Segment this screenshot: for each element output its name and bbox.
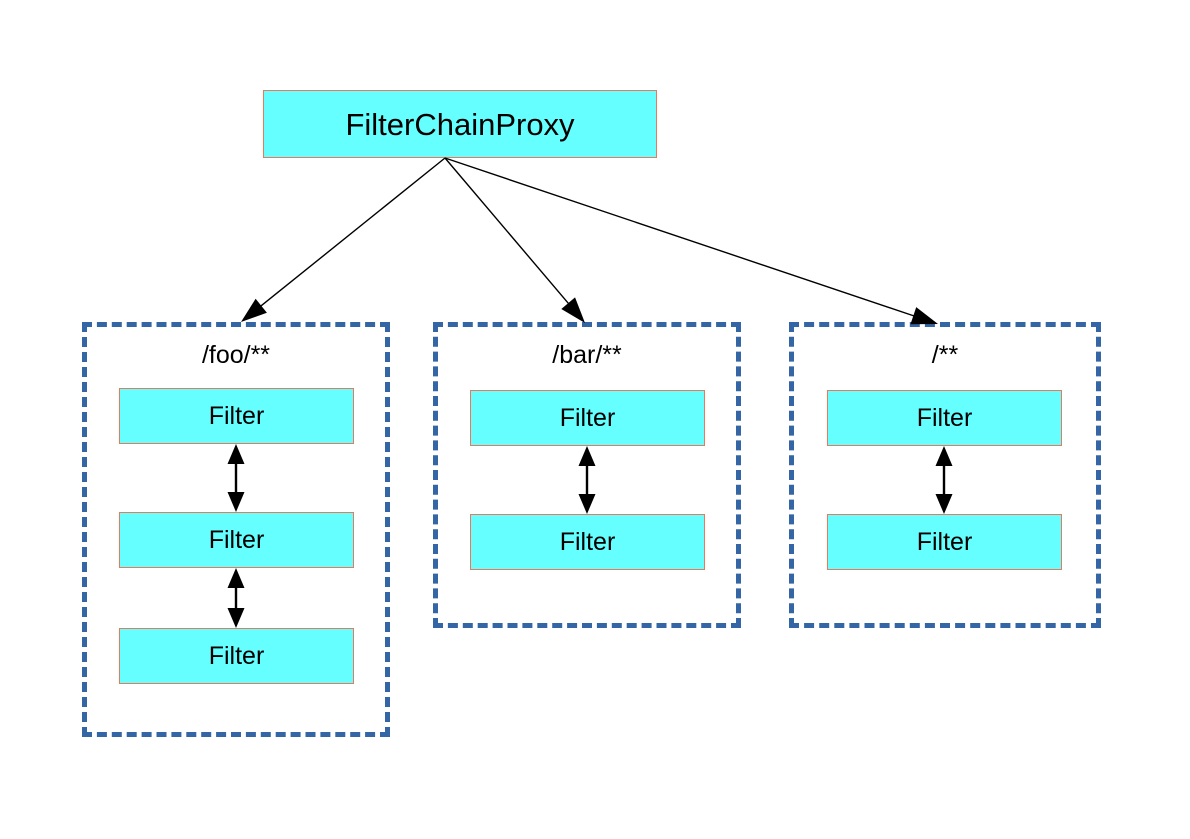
- filter-node[interactable]: Filter: [119, 512, 354, 568]
- chain-group-foo-label: /foo/**: [201, 341, 271, 369]
- filter-node[interactable]: Filter: [470, 514, 705, 570]
- filter-node[interactable]: Filter: [827, 514, 1062, 570]
- chain-group-all[interactable]: /**: [789, 322, 1101, 628]
- chain-group-bar[interactable]: /bar/**: [433, 322, 741, 628]
- filter-node[interactable]: Filter: [119, 388, 354, 444]
- filter-node[interactable]: Filter: [827, 390, 1062, 446]
- filter-chain-proxy-label: FilterChainProxy: [345, 106, 575, 142]
- filter-node-label: Filter: [559, 527, 616, 556]
- filter-node-label: Filter: [208, 401, 265, 430]
- filter-chain-proxy-node[interactable]: FilterChainProxy: [263, 90, 657, 158]
- chain-group-bar-label: /bar/**: [552, 341, 622, 369]
- filter-node-label: Filter: [208, 525, 265, 554]
- dispatch-arrow-group: [241, 157, 938, 325]
- filter-node-label: Filter: [559, 403, 616, 432]
- filter-node-label: Filter: [916, 527, 973, 556]
- chain-group-foo[interactable]: /foo/**: [82, 322, 390, 737]
- chain-group-all-label: /**: [931, 341, 959, 369]
- filter-node[interactable]: Filter: [470, 390, 705, 446]
- filter-node-label: Filter: [208, 641, 265, 670]
- filter-node-label: Filter: [916, 403, 973, 432]
- filter-node[interactable]: Filter: [119, 628, 354, 684]
